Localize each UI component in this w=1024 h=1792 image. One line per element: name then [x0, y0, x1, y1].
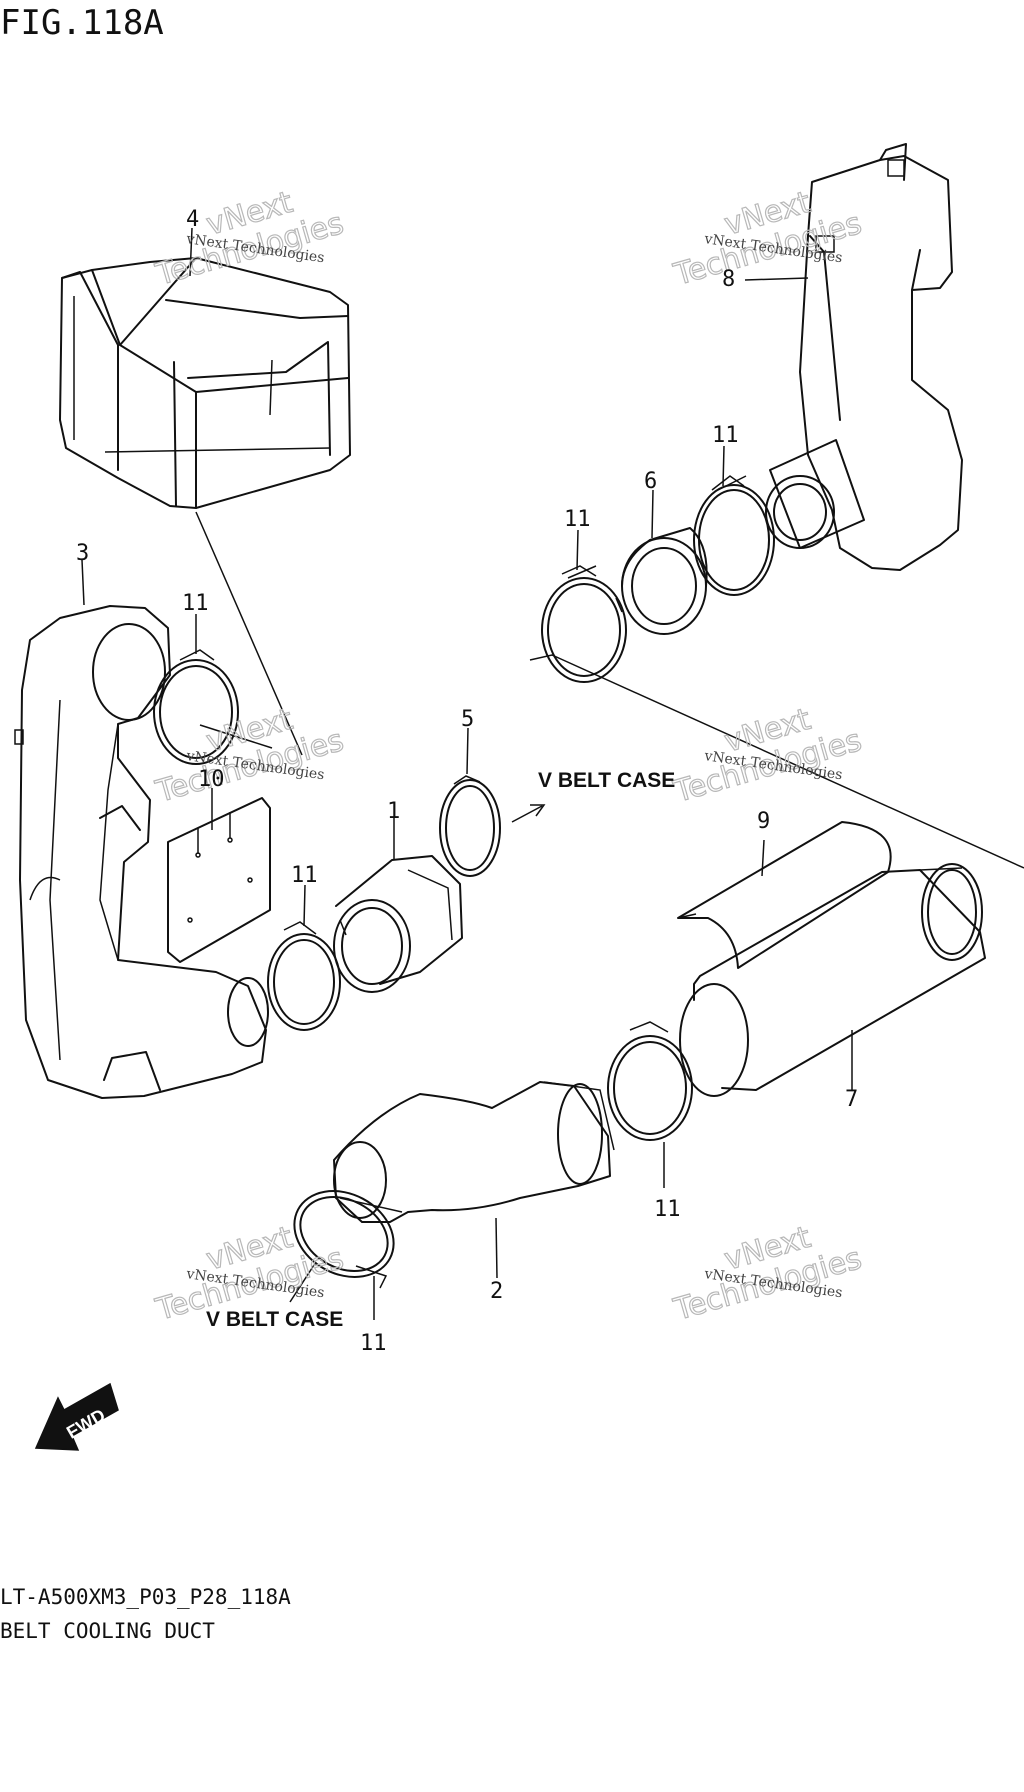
part-7-tube [679, 863, 986, 1097]
part-1-joint [333, 855, 463, 993]
callout-11: 11 [712, 423, 739, 448]
section-title: BELT COOLING DUCT [0, 1619, 215, 1643]
callout-3: 3 [76, 541, 89, 566]
callout-2: 2 [490, 1279, 503, 1304]
part-6-sleeve [615, 527, 708, 635]
part-11-clamp-left-mid [267, 921, 341, 1031]
part-10-filter [167, 797, 271, 963]
callout-10: 10 [198, 767, 225, 792]
model-code: LT-A500XM3_P03_P28_118A [0, 1585, 291, 1609]
callout-9: 9 [757, 809, 770, 834]
callout-4: 4 [186, 207, 199, 232]
part-11-clamp-right-lower [607, 1021, 693, 1141]
figure-title: FIG.118A [0, 3, 164, 43]
part-11-clamp-upper-a [541, 565, 627, 683]
watermark: vNext Technologies vNext Technologies vN… [151, 184, 866, 1328]
part-11-clamp-lower-left [289, 1190, 395, 1303]
part-4-cover [59, 257, 351, 509]
callout-11: 11 [360, 1331, 387, 1356]
part-5-seal [439, 775, 501, 877]
callout-8: 8 [722, 267, 735, 292]
callout-11: 11 [291, 863, 318, 888]
callout-6: 6 [644, 469, 657, 494]
callout-7: 7 [845, 1087, 858, 1112]
fwd-arrow-icon: FWD [34, 1382, 119, 1451]
part-11-clamp-left-upper [153, 649, 273, 765]
callout-11: 11 [564, 507, 591, 532]
callout-11: 11 [654, 1197, 681, 1222]
part-9-shield [677, 821, 892, 969]
callout-5: 5 [461, 707, 474, 732]
callout-1: 1 [387, 799, 400, 824]
callout-11: 11 [182, 591, 209, 616]
part-2-lower-duct [333, 1081, 615, 1223]
part-8-duct [765, 143, 963, 571]
v-belt-case-label-upper: V BELT CASE [538, 769, 675, 792]
part-3-intake-duct [14, 605, 269, 1099]
v-belt-case-label-lower: V BELT CASE [206, 1308, 343, 1331]
